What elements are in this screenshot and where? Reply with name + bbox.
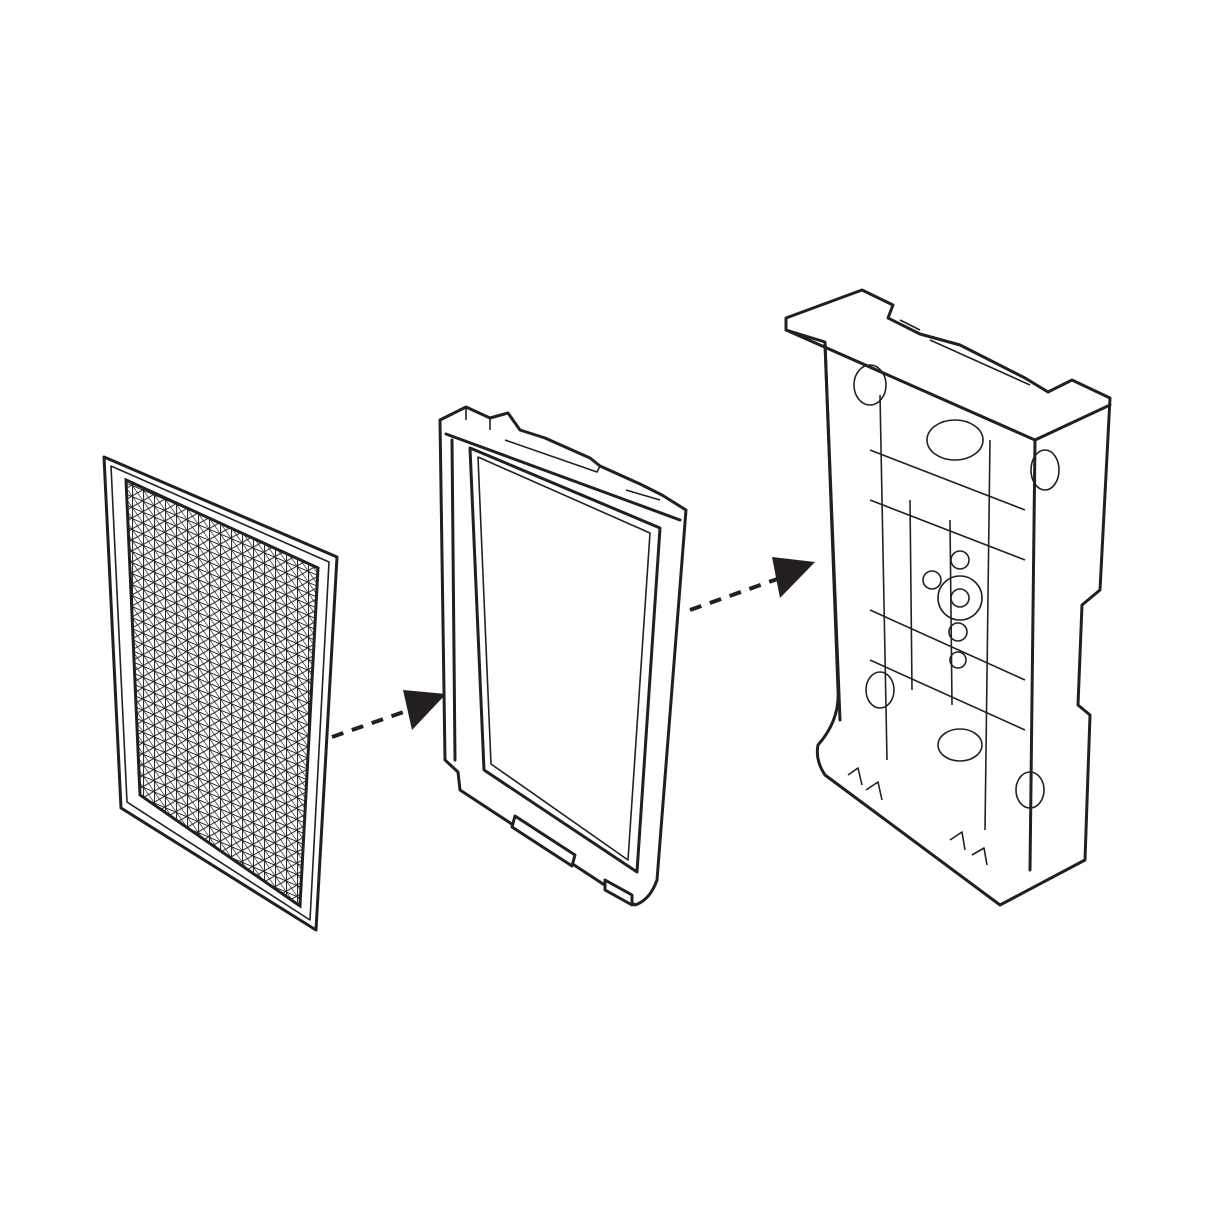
filter-frame	[438, 405, 688, 907]
filter-grid-panel	[102, 455, 339, 932]
housing	[784, 288, 1112, 907]
arrow-grid-to-frame	[331, 690, 446, 739]
arrow-frame-to-housing	[689, 557, 815, 612]
center-hub	[922, 550, 983, 669]
